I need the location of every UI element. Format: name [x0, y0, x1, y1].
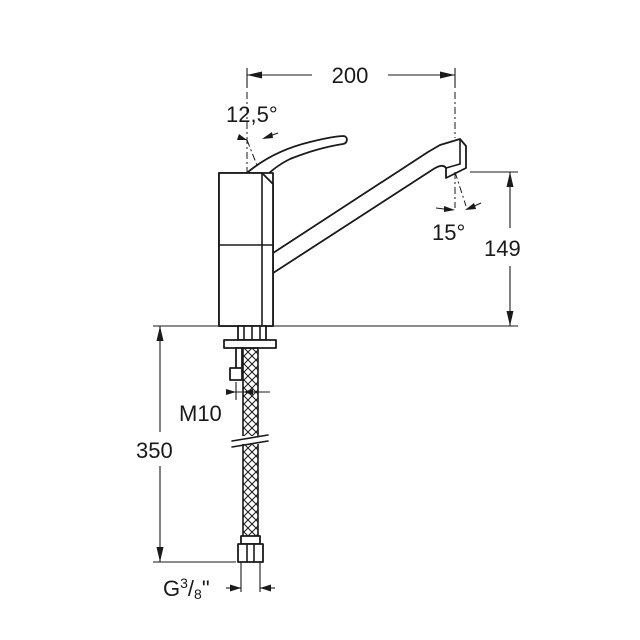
spout-height-label: 149 [484, 236, 521, 261]
spout-height-dimension: 149 [470, 171, 521, 326]
spout-reach-dimension: 200 [246, 63, 456, 88]
lever-angle-label: 12,5° [226, 102, 278, 127]
connection-size-label: G3/8" [163, 575, 210, 602]
spout [269, 138, 467, 276]
hose-end-fitting [237, 535, 264, 592]
connection-dimension: G3/8" [163, 575, 275, 602]
hose-break-mask [236, 436, 266, 444]
spout-angle-label: 15° [432, 220, 465, 245]
lever-angle-dimension: 12,5° [226, 102, 279, 179]
hose-length-label: 350 [136, 438, 173, 463]
thread-size-label: M10 [179, 401, 222, 426]
faucet-body [218, 172, 274, 327]
spout-angle-dimension: 15° [432, 171, 482, 245]
spout-reach-label: 200 [332, 63, 369, 88]
hose-length-dimension: 350 [136, 326, 236, 563]
thread-dimension: M10 [179, 382, 270, 426]
lever-handle [247, 135, 348, 182]
